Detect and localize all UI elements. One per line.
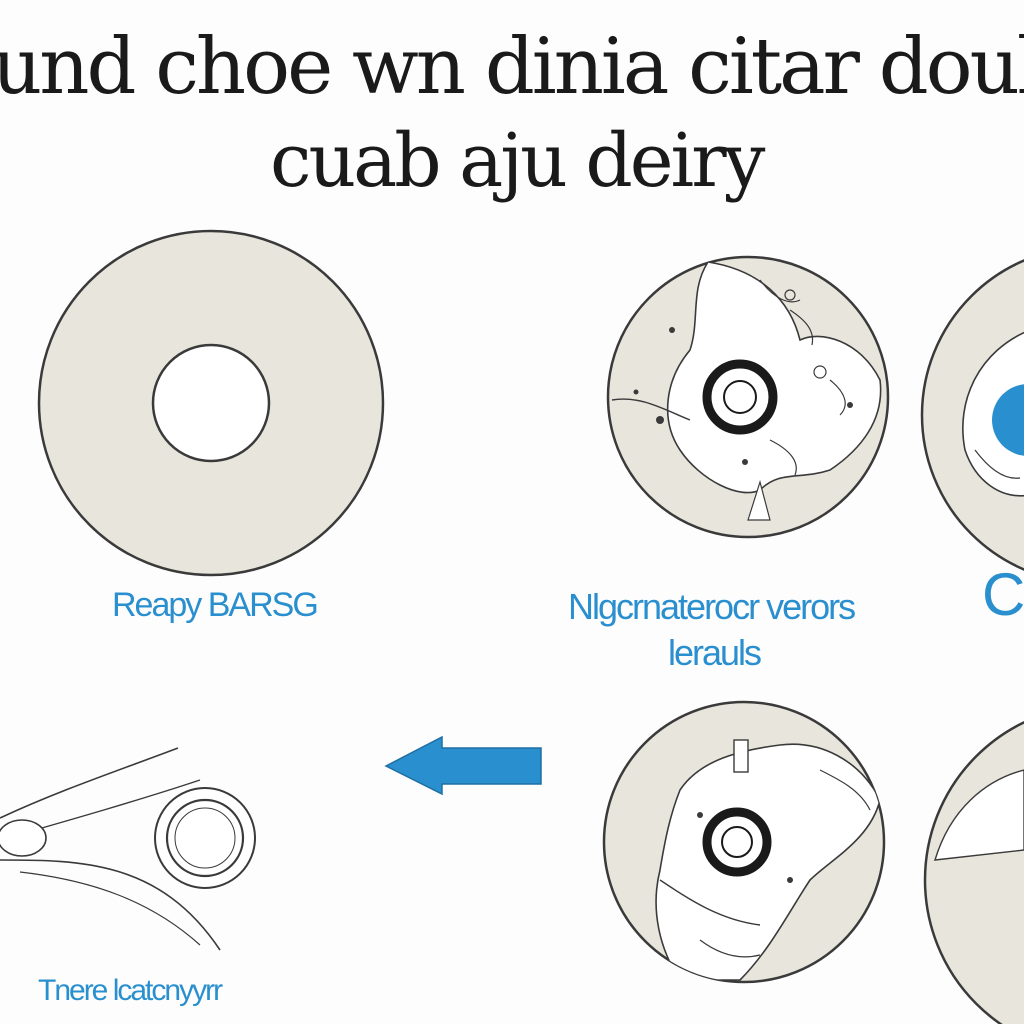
partial-disc-right [920,259,1024,571]
diagram-title-line-1: und choe wn dinia citar douk o [0,22,1024,112]
lens-sketch [0,747,256,951]
label-partial: C [982,561,1024,628]
illustrated-disc-bottom [602,700,886,984]
diagram-title-line-2: cuab aju deiry [270,118,765,204]
partial-disc-right-bottom [923,721,1024,1024]
label-middle-line-2: lerauls [668,632,762,673]
label-ready: Reapy BARSG [112,586,319,624]
label-bottom: Tnere lcatcnyyrr [38,974,223,1007]
label-middle-line-1: Nlgcrnaterocr verors [568,586,856,627]
blank-disc [37,229,385,577]
arrow-left-icon [384,735,542,796]
illustrated-disc-top [606,255,890,539]
